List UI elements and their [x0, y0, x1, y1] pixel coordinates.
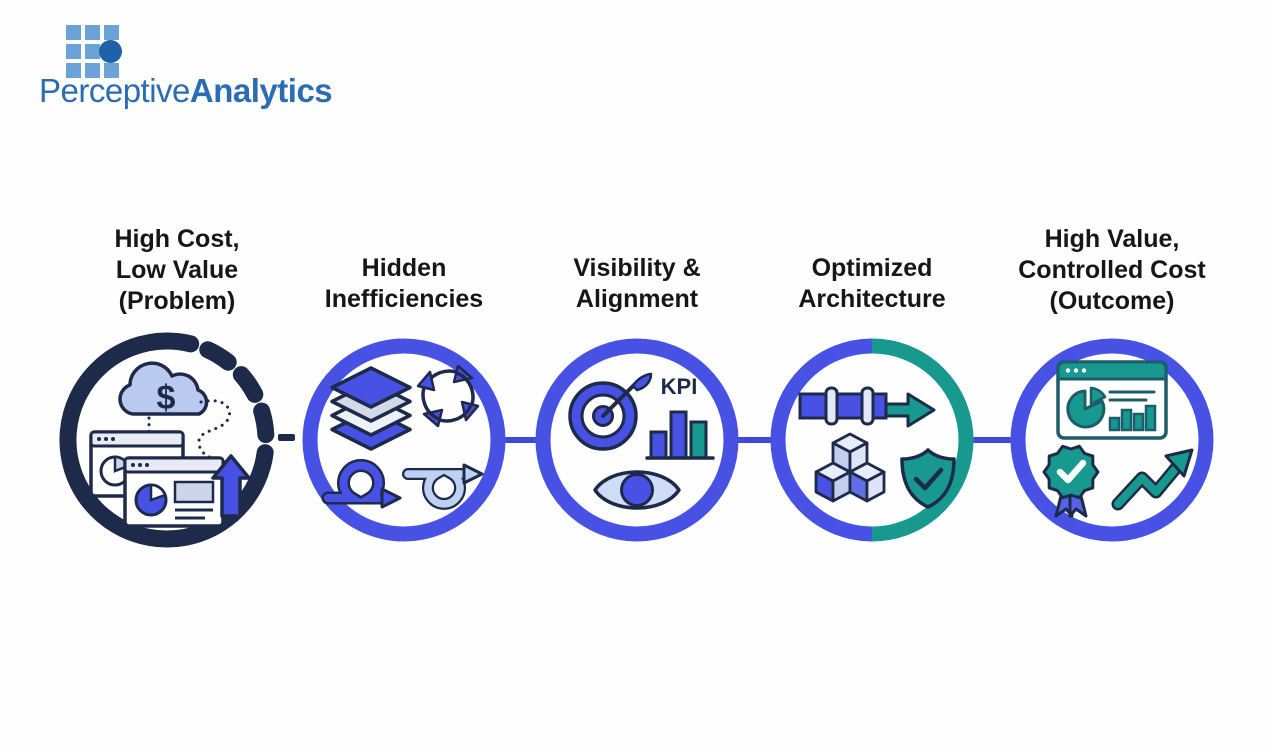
logo-dot-icon	[99, 40, 122, 63]
ring-visibility-alignment	[535, 338, 739, 542]
icons-problem: $	[89, 361, 251, 528]
connector-4-5	[970, 437, 1014, 443]
report-window-icon	[123, 456, 225, 528]
brand-wordmark: PerceptiveAnalytics	[39, 72, 333, 110]
growth-arrow-icon	[1111, 448, 1194, 511]
loop-arrow-light-icon	[402, 463, 484, 510]
connector-dash-1-2	[278, 434, 295, 441]
target-dart-icon	[568, 372, 653, 451]
loop-arrow-dark-icon	[321, 459, 402, 509]
brand-bold: Analytics	[189, 72, 333, 109]
kpi-label: KPI	[661, 374, 698, 399]
ring-hidden-inefficiencies	[302, 338, 506, 542]
cycle-arrows-icon	[416, 364, 480, 428]
stage-label-visibility-alignment: Visibility & Alignment	[573, 254, 701, 313]
icons-visibility-alignment: KPI	[568, 372, 715, 510]
connector-2-3	[502, 437, 540, 443]
brand-regular: Perceptive	[39, 72, 190, 109]
shield-check-icon	[900, 448, 956, 509]
cloud-dollar-icon: $	[118, 361, 209, 417]
stage-label-outcome: High Value, Controlled Cost (Outcome)	[1018, 225, 1206, 315]
stage-label-hidden-inefficiencies: Hidden Inefficiencies	[324, 254, 484, 313]
cost-up-arrow-icon	[211, 454, 251, 518]
icons-outcome	[1042, 360, 1194, 518]
dollar-glyph: $	[157, 379, 176, 417]
kpi-bars-icon	[645, 410, 715, 460]
connector-3-4	[735, 437, 774, 443]
logo-grid-icon	[66, 25, 126, 78]
dotted-flow-path	[197, 399, 232, 464]
eye-icon	[593, 470, 681, 510]
cubes-icon	[814, 432, 886, 503]
icons-optimized-architecture	[798, 386, 956, 509]
dashboard-window-icon	[1056, 360, 1168, 440]
icons-hidden-inefficiencies	[321, 364, 484, 510]
stage-label-optimized-architecture: Optimized Architecture	[798, 254, 946, 313]
layers-icon	[330, 366, 412, 451]
ring-optimized-architecture	[770, 338, 974, 542]
ring-outcome	[1010, 338, 1214, 542]
stage-label-problem: High Cost, Low Value (Problem)	[114, 225, 240, 315]
award-badge-icon	[1042, 444, 1100, 518]
pipeline-arrow-icon	[798, 386, 936, 428]
